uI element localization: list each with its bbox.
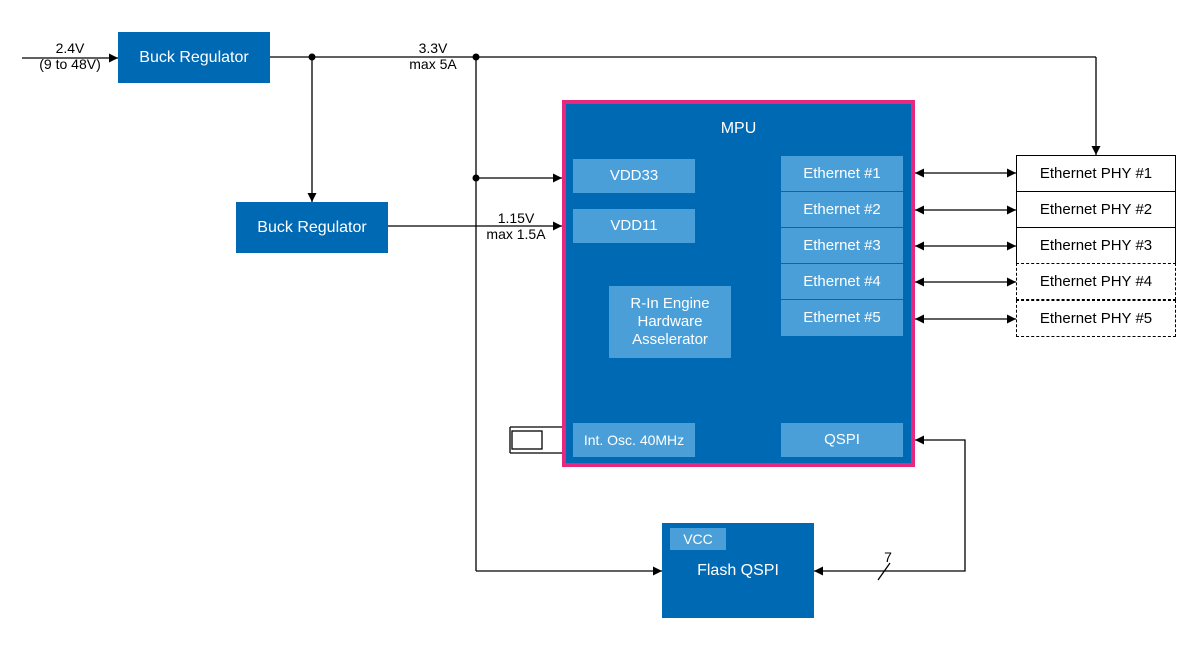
input-voltage-label: 2.4V (9 to 48V) <box>39 40 101 72</box>
rin-line-2: Hardware <box>637 313 703 330</box>
ethernet-port-3-label: Ethernet #3 <box>803 236 881 254</box>
flash-vcc-label: VCC <box>683 531 713 547</box>
junction-dot <box>308 53 316 61</box>
ethernet-phy-5-label: Ethernet PHY #5 <box>1039 310 1153 327</box>
ethernet-port-5: Ethernet #5 <box>781 300 903 336</box>
crystal-body <box>511 430 543 450</box>
buck-regulator-1: Buck Regulator <box>118 32 270 83</box>
junction-dot <box>472 174 480 182</box>
ethernet-port-2: Ethernet #2 <box>781 192 903 227</box>
ethernet-phy-3: Ethernet PHY #3 <box>1016 227 1176 264</box>
ethernet-port-3: Ethernet #3 <box>781 228 903 263</box>
mpu-title: MPU <box>720 120 757 137</box>
bus-width-label: 7 <box>884 549 892 565</box>
qspi-bus <box>814 435 966 576</box>
oscillator-label: Int. Osc. 40MHz <box>583 432 685 448</box>
vdd33-label: VDD33 <box>609 167 659 184</box>
vdd33-block: VDD33 <box>573 159 695 193</box>
ethernet-phy-4: Ethernet PHY #4 <box>1016 263 1176 300</box>
ethernet-port-4-label: Ethernet #4 <box>803 272 881 290</box>
ethernet-port-1-label: Ethernet #1 <box>803 164 881 182</box>
rin-line-3: Asselerator <box>632 331 708 348</box>
ethernet-phy-2: Ethernet PHY #2 <box>1016 191 1176 228</box>
ethernet-port-4: Ethernet #4 <box>781 264 903 299</box>
bus-slash <box>877 562 891 581</box>
buck-regulator-2-label: Buck Regulator <box>257 218 367 236</box>
buck-regulator-2: Buck Regulator <box>236 202 388 253</box>
vdd11-label: VDD11 <box>610 217 658 234</box>
qspi-block: QSPI <box>781 423 903 457</box>
ethernet-port-2-label: Ethernet #2 <box>803 200 881 218</box>
oscillator-block: Int. Osc. 40MHz <box>573 423 695 457</box>
ethernet-phy-1-label: Ethernet PHY #1 <box>1039 165 1153 182</box>
ethernet-port-1: Ethernet #1 <box>781 156 903 191</box>
ethernet-phy-2-label: Ethernet PHY #2 <box>1039 201 1153 218</box>
ethernet-phy-5: Ethernet PHY #5 <box>1016 300 1176 337</box>
flash-qspi-label: Flash QSPI <box>697 561 779 579</box>
flash-vcc-block: VCC <box>670 528 726 550</box>
ethernet-phy-1: Ethernet PHY #1 <box>1016 155 1176 192</box>
ethernet-phy-3-label: Ethernet PHY #3 <box>1039 237 1153 254</box>
junction-dot <box>472 53 480 61</box>
buck-regulator-1-label: Buck Regulator <box>139 48 249 66</box>
qspi-label: QSPI <box>824 431 860 448</box>
rail-33-label: 3.3V max 5A <box>409 40 457 72</box>
rin-line-1: R-In Engine <box>630 295 710 312</box>
rin-engine-block: R-In Engine Hardware Asselerator <box>609 286 731 358</box>
vdd11-block: VDD11 <box>573 209 695 243</box>
ethernet-phy-4-label: Ethernet PHY #4 <box>1039 273 1153 290</box>
ethernet-port-5-label: Ethernet #5 <box>803 309 881 326</box>
rail-11-label: 1.15V max 1.5A <box>486 210 546 242</box>
